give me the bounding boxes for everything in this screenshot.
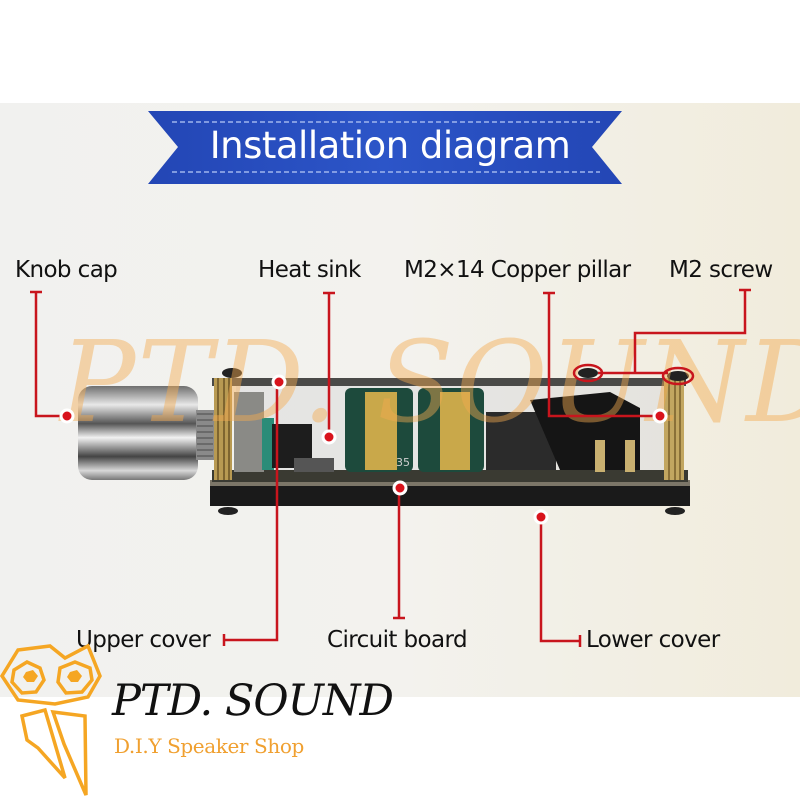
knob-cap [78, 386, 198, 480]
knob-shaft [196, 410, 214, 460]
marker-heat-sink [321, 429, 337, 445]
marker-circuit-board [392, 480, 408, 496]
top-screw [667, 371, 689, 381]
label-copper-pillar: M2×14 Copper pillar [404, 257, 631, 283]
label-lower-cover: Lower cover [586, 627, 720, 653]
label-upper-cover: Upper cover [76, 627, 211, 653]
marker-copper-pillar [652, 408, 668, 424]
logo-brand-name: PTD. SOUND [112, 676, 394, 726]
marker-knob-cap [59, 408, 75, 424]
m2-screw-highlight [661, 366, 695, 386]
label-circuit-board: Circuit board [327, 627, 468, 653]
logo-tagline: D.I.Y Speaker Shop [114, 734, 304, 758]
leader-knob-cap [34, 292, 66, 418]
marker-lower-cover [533, 509, 549, 525]
circuit-board-layer [212, 470, 688, 482]
label-m2-screw: M2 screw [669, 257, 773, 283]
leader-m2-screw [633, 290, 747, 373]
label-heat-sink: Heat sink [258, 257, 361, 283]
leader-lower-cover [539, 517, 580, 643]
top-screw [222, 368, 242, 378]
capacitor-marking: 35 [396, 456, 410, 469]
upper-cover-plate [212, 378, 686, 386]
marker-upper-cover [271, 374, 287, 390]
leader-upper-cover [224, 382, 279, 642]
label-knob-cap: Knob cap [15, 257, 118, 283]
leader-copper-pillar [547, 293, 660, 418]
m2-screw-highlight [572, 363, 604, 383]
page-title: Installation diagram [209, 123, 571, 167]
lower-screw [218, 507, 238, 515]
top-screw [578, 368, 598, 378]
lower-screw [665, 507, 685, 515]
